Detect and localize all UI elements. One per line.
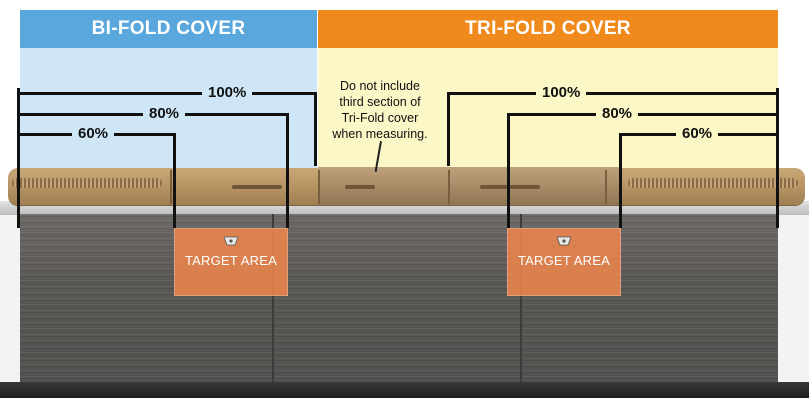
bifold-100-line: [17, 92, 314, 95]
target-area-label: TARGET AREA: [184, 253, 278, 268]
cover-seam: [318, 170, 320, 204]
cover-seam: [448, 170, 450, 204]
bifold-60-end-line: [173, 133, 176, 228]
note-line: Do not include: [340, 79, 420, 93]
background-right: [778, 215, 809, 398]
tub-cabinet: [20, 214, 778, 386]
cover-lock-icon: [223, 236, 239, 246]
cover-strap-slot: [345, 185, 375, 189]
trifold-60-label: 60%: [676, 125, 719, 143]
bifold-80-label: 80%: [143, 105, 186, 123]
cover-seam: [170, 170, 172, 204]
cover-hinge-right: [628, 178, 798, 188]
target-area-label: TARGET AREA: [517, 253, 611, 268]
note-line: when measuring.: [332, 127, 428, 141]
cover-strap-slot: [480, 185, 540, 189]
trifold-80-line: [507, 113, 779, 116]
trifold-100-end-line: [447, 92, 450, 166]
cabinet-panel-seam: [520, 214, 522, 386]
trifold-100-line: [447, 92, 779, 95]
cover-strap-slot: [232, 185, 282, 189]
note-line: Tri-Fold cover: [341, 111, 419, 125]
trifold-target-area: TARGET AREA: [507, 228, 621, 296]
trifold-80-end-line: [507, 113, 510, 228]
trifold-right-edge-line: [776, 88, 779, 228]
tub-base: [0, 382, 809, 398]
trifold-60-end-line: [619, 133, 622, 228]
bifold-target-area: TARGET AREA: [174, 228, 288, 296]
cover-seam: [605, 170, 607, 204]
note-line: third section of: [339, 95, 421, 109]
trifold-cover-banner: TRI-FOLD COVER: [318, 10, 778, 48]
bifold-100-label: 100%: [202, 84, 253, 102]
bifold-left-edge-line: [17, 88, 20, 228]
cover-hinge-left: [12, 178, 162, 188]
background-left: [0, 215, 20, 398]
trifold-100-label: 100%: [536, 84, 587, 102]
trifold-80-label: 80%: [596, 105, 639, 123]
trifold-note: Do not include third section of Tri-Fold…: [318, 78, 442, 142]
cover-lock-icon: [556, 236, 572, 246]
bifold-60-label: 60%: [72, 125, 115, 143]
cabinet-panel-seam: [272, 214, 274, 386]
bifold-cover-banner: BI-FOLD COVER: [20, 10, 317, 48]
bifold-100-end-line: [314, 92, 317, 166]
bifold-80-end-line: [286, 113, 289, 228]
